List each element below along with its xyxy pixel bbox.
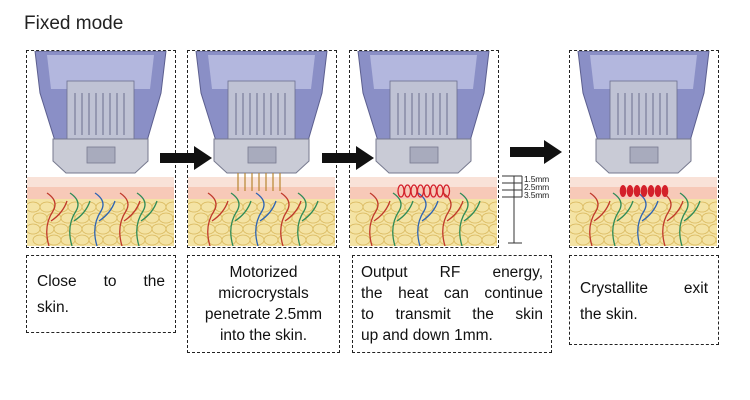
step-1-illustration [26, 50, 176, 248]
skin-layers [350, 177, 497, 246]
arrow-right-icon [322, 146, 374, 170]
caption-line: penetrate 2.5mm [204, 306, 323, 323]
caption-line: skin. [37, 299, 69, 316]
coagulation-zones [619, 185, 669, 197]
caption-line: to transmit the skin [361, 306, 543, 323]
step-3-caption: Output RF energy, the heat can continue … [352, 255, 552, 353]
step-4-illustration [569, 50, 719, 248]
arrow-right-icon [160, 146, 212, 170]
handpiece [357, 51, 490, 174]
caption-line: Motorized [229, 264, 298, 281]
caption-line: the heat can continue [361, 285, 543, 302]
handpiece [577, 51, 710, 174]
depth-label-1: 1.5mm [524, 174, 549, 184]
step-2-illustration [187, 50, 337, 248]
caption-line: Crystallite exit [580, 280, 708, 297]
caption-line: into the skin. [219, 327, 308, 344]
microneedles [237, 173, 281, 191]
caption-line: microcrystals [218, 285, 309, 302]
page-title: Fixed mode [24, 13, 124, 34]
depth-scale: 1.5mm 2.5mm 3.5mm [500, 174, 549, 245]
caption-line: the skin. [580, 306, 638, 323]
depth-label-2: 2.5mm [524, 182, 549, 192]
step-2-caption: Motorized microcrystals penetrate 2.5mm … [187, 255, 340, 353]
handpiece [34, 51, 167, 174]
step-3-illustration [349, 50, 499, 248]
step-1-caption: Close to the skin. [26, 255, 176, 333]
arrow-right-icon [510, 140, 562, 164]
step-4-caption: Crystallite exit the skin. [569, 255, 719, 345]
handpiece [195, 51, 328, 174]
caption-line: up and down 1mm. [361, 327, 493, 344]
depth-label-3: 3.5mm [524, 190, 549, 200]
skin-layers [27, 177, 174, 246]
caption-line: Close to the [37, 273, 165, 290]
rf-heat-zones [397, 184, 451, 198]
caption-line: Output RF energy, [361, 264, 543, 281]
skin-layers [188, 177, 335, 246]
